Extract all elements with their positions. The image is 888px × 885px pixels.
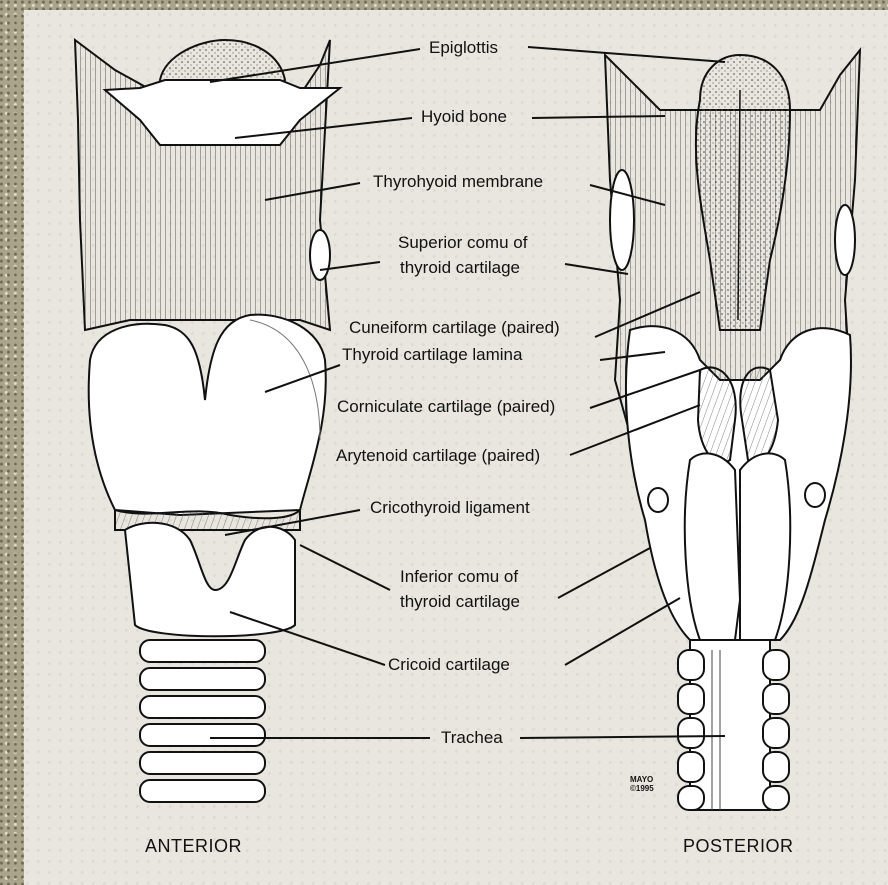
signature-line1: MAYO — [630, 775, 654, 784]
posterior-larynx — [605, 50, 860, 810]
view-label-anterior: ANTERIOR — [145, 836, 242, 857]
signature-mayo: MAYO ©1995 — [630, 775, 654, 793]
posterior-superior-cornu-left — [610, 170, 634, 270]
anterior-thyroid-cartilage — [89, 315, 326, 515]
label-arytenoid-cartilage: Arytenoid cartilage (paired) — [336, 446, 540, 466]
label-thyrohyoid-membrane: Thyrohyoid membrane — [373, 172, 543, 192]
posterior-inferior-cornu-right — [805, 483, 825, 507]
anterior-superior-cornu — [310, 230, 330, 280]
signature-line2: ©1995 — [630, 784, 654, 793]
label-cricoid-cartilage: Cricoid cartilage — [388, 655, 510, 675]
label-epiglottis: Epiglottis — [429, 38, 498, 58]
view-label-posterior: POSTERIOR — [683, 836, 794, 857]
label-cricothyroid-ligament: Cricothyroid ligament — [370, 498, 530, 518]
label-superior-cornu-line2: thyroid cartilage — [400, 258, 520, 278]
label-trachea: Trachea — [441, 728, 503, 748]
anterior-cricoid-cartilage — [125, 523, 295, 636]
label-corniculate-cartilage: Corniculate cartilage (paired) — [337, 397, 555, 417]
posterior-cricoid-plate — [685, 453, 740, 640]
label-inferior-cornu-line2: thyroid cartilage — [400, 592, 520, 612]
posterior-superior-cornu-right — [835, 205, 855, 275]
label-thyroid-cartilage-lamina: Thyroid cartilage lamina — [342, 345, 522, 365]
label-hyoid-bone: Hyoid bone — [421, 107, 507, 127]
posterior-inferior-cornu-left — [648, 488, 668, 512]
label-cuneiform-cartilage: Cuneiform cartilage (paired) — [349, 318, 560, 338]
label-inferior-cornu-line1: Inferior comu of — [400, 567, 518, 587]
anterior-larynx — [75, 40, 340, 802]
label-superior-cornu-line1: Superior comu of — [398, 233, 527, 253]
anterior-trachea — [140, 640, 265, 802]
